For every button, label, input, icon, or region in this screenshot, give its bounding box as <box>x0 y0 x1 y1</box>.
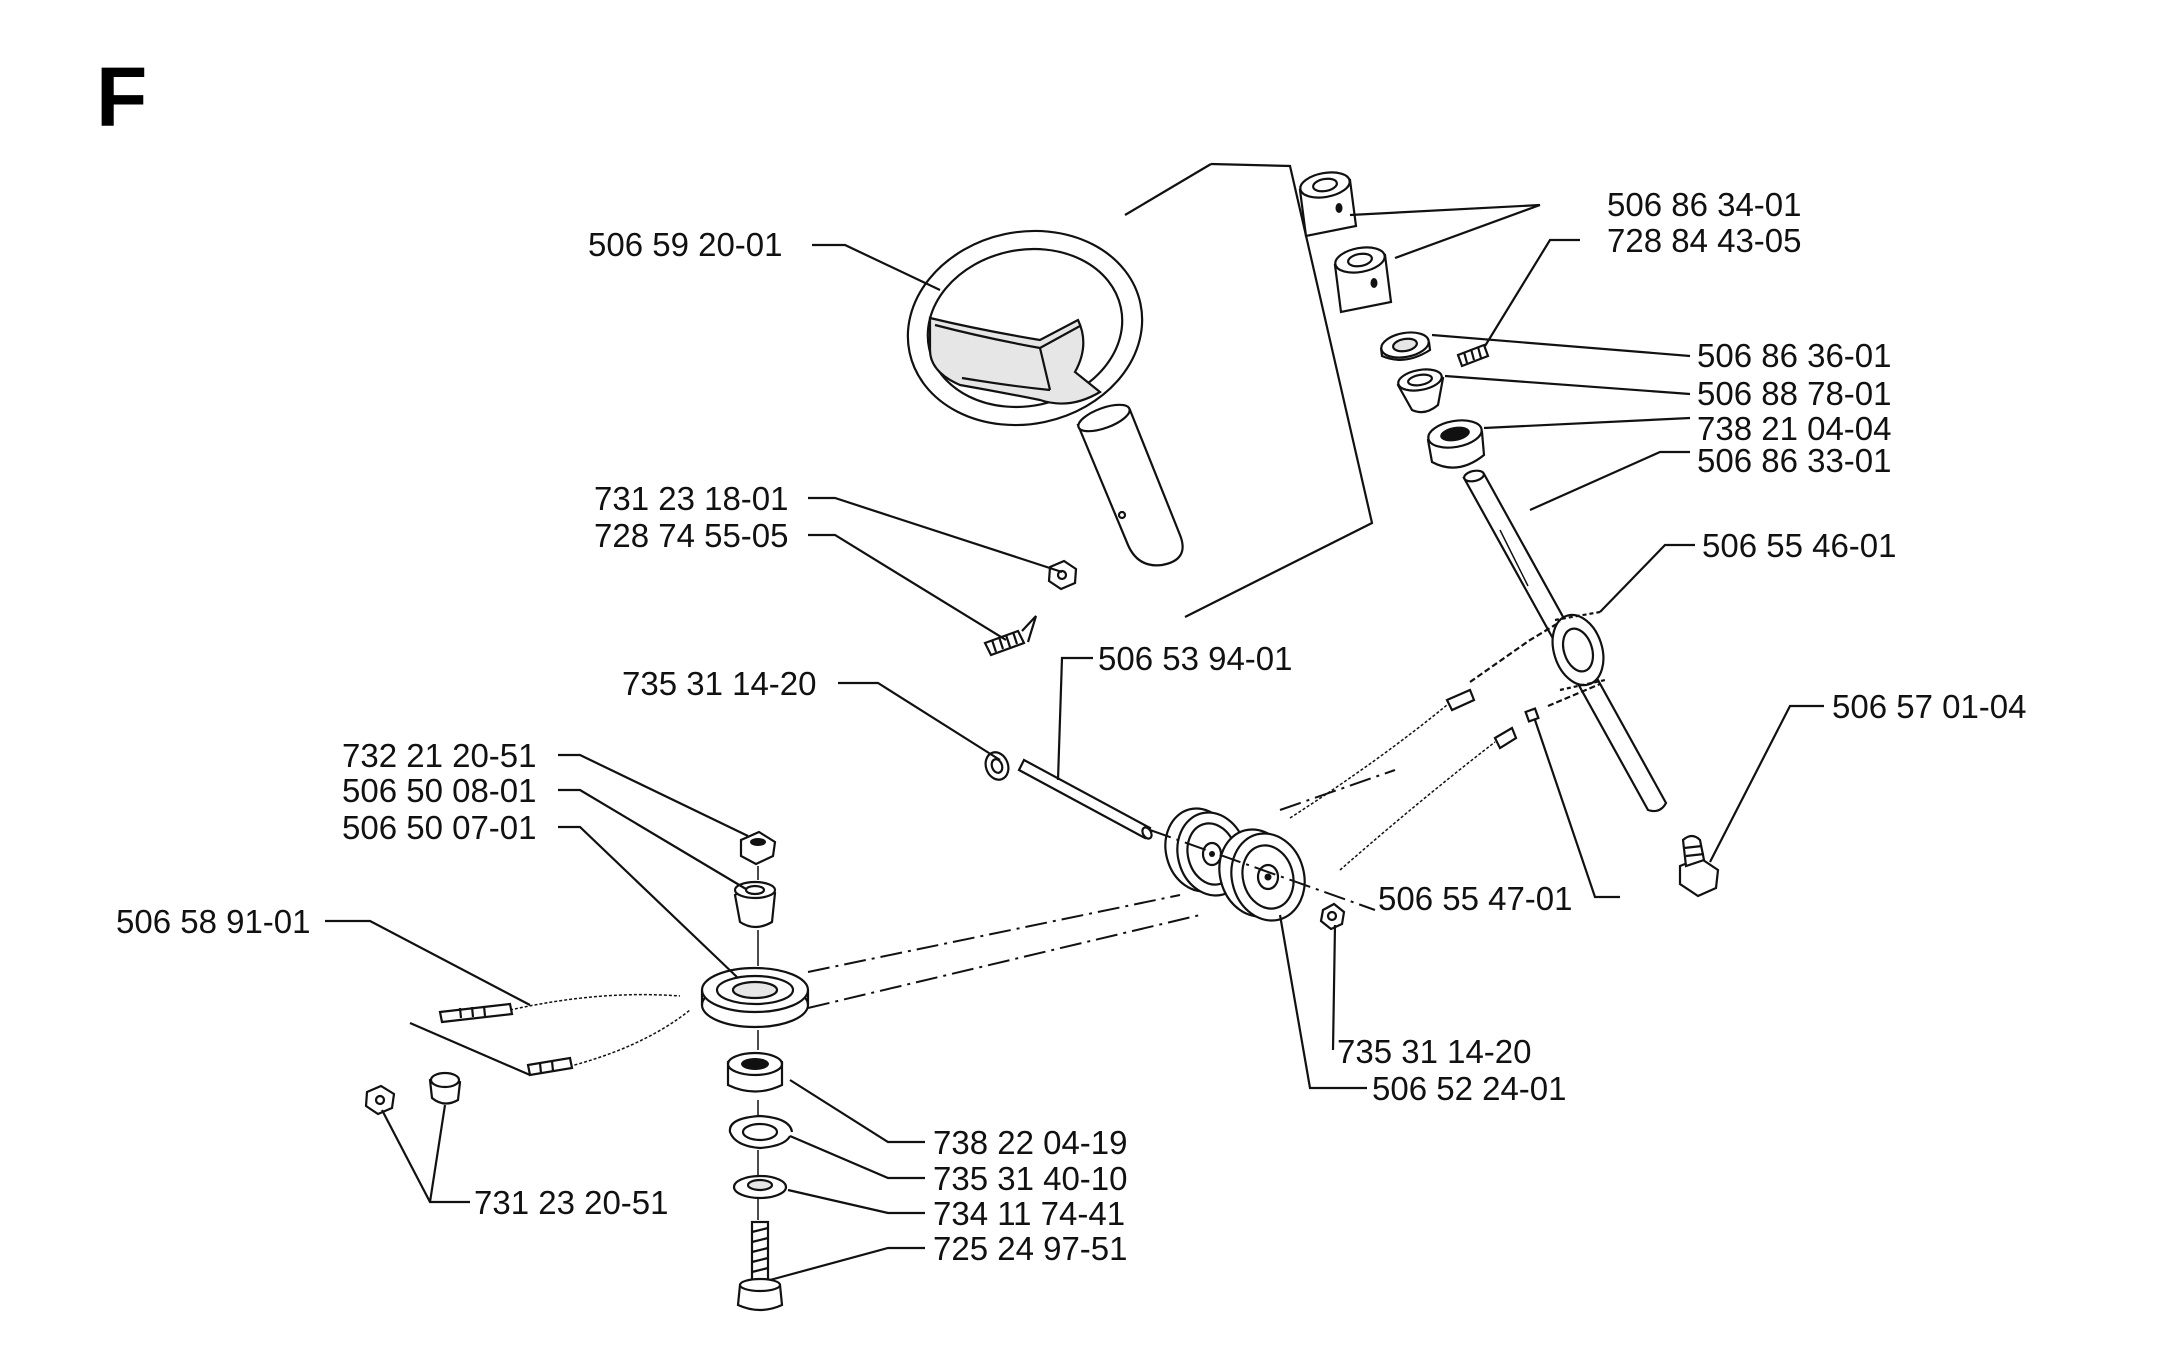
pulley-right <box>1218 828 1306 922</box>
bushing <box>1396 368 1445 414</box>
label-steering-cable: 506 58 91-01 <box>116 903 311 940</box>
label-bolt: 725 24 97-51 <box>933 1230 1128 1267</box>
top-nut <box>739 830 777 866</box>
label-steering-wheel: 506 59 20-01 <box>588 226 783 263</box>
grease-nipple <box>1678 834 1720 898</box>
label-washer-upper: 506 86 36-01 <box>1697 337 1892 374</box>
label-set-screw: 728 84 43-05 <box>1607 222 1802 259</box>
bearing-lower <box>726 1051 784 1093</box>
label-wheel-screw: 728 74 55-05 <box>594 517 789 554</box>
upper-collar-2 <box>1333 246 1393 314</box>
steering-cable <box>409 993 691 1077</box>
label-bearing-upper: 738 21 04-04 <box>1697 410 1892 447</box>
cable-nuts <box>364 1071 462 1116</box>
bearing-upper <box>1426 419 1486 469</box>
leader-lines <box>325 203 1824 1282</box>
wheel-nut <box>1047 559 1078 591</box>
sprocket-chain <box>1445 610 1606 750</box>
pulley-shaft <box>1017 758 1153 840</box>
label-bushing: 506 88 78-01 <box>1697 375 1892 412</box>
label-top-nut: 732 21 20-51 <box>342 737 537 774</box>
label-washer-lower: 734 11 74-41 <box>933 1195 1125 1232</box>
lower-pulley <box>700 966 810 1029</box>
section-letter: F <box>96 50 147 144</box>
lock-washer-right <box>1319 902 1346 931</box>
upper-collar-1 <box>1298 171 1358 238</box>
label-pulley-shaft: 506 53 94-01 <box>1098 640 1293 677</box>
label-bearing-lower: 738 22 04-19 <box>933 1124 1128 1161</box>
washer-lower <box>732 1174 788 1200</box>
set-screw <box>1456 343 1490 368</box>
label-sprocket-chain: 506 55 46-01 <box>1702 527 1897 564</box>
label-cable-nuts: 731 23 20-51 <box>474 1184 669 1221</box>
label-wheel-nut: 731 23 18-01 <box>594 480 789 517</box>
lock-washer-left <box>984 751 1010 781</box>
label-grease-nipple: 506 57 01-04 <box>1832 688 2027 725</box>
label-lock-washer-left: 735 31 14-20 <box>622 665 817 702</box>
label-lower-pulley: 506 50 07-01 <box>342 809 537 846</box>
label-spacer: 506 50 08-01 <box>342 772 537 809</box>
bolt <box>736 1220 784 1312</box>
spacer <box>733 880 777 929</box>
label-circlip: 735 31 40-10 <box>933 1160 1128 1197</box>
wheel-screw <box>983 615 1038 657</box>
label-cable-clip: 506 55 47-01 <box>1378 880 1573 917</box>
label-steering-shaft: 506 86 33-01 <box>1697 442 1892 479</box>
label-collar-upper: 506 86 34-01 <box>1607 186 1802 223</box>
circlip <box>728 1114 794 1150</box>
washer-upper <box>1379 331 1432 361</box>
steering-wheel <box>906 229 1184 567</box>
label-pulley-pair: 506 52 24-01 <box>1372 1070 1567 1107</box>
label-lock-washer-right: 735 31 14-20 <box>1337 1033 1532 1070</box>
